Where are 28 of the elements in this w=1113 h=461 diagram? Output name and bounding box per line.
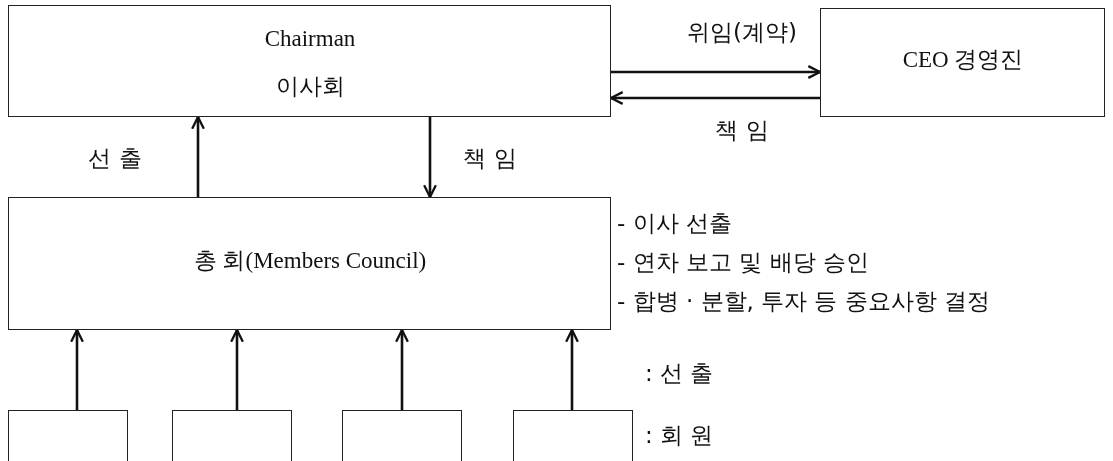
- organization-box: [8, 197, 611, 330]
- arrow: [609, 91, 820, 105]
- member-box: [8, 410, 128, 461]
- arrow: [395, 328, 409, 410]
- organization-box: [820, 8, 1105, 117]
- box-text: CEO 경영진: [902, 47, 1024, 73]
- note-text: - 합병 · 분할, 투자 등 중요사항 결정: [617, 289, 991, 315]
- arrow: [70, 328, 84, 410]
- box-text: 이사회: [275, 74, 345, 100]
- edge-label: 선 출: [88, 146, 142, 172]
- note-text: - 이사 선출: [617, 211, 732, 237]
- legend-text: : 회 원: [645, 423, 714, 449]
- arrow: [565, 328, 579, 410]
- edge-label: 책 임: [715, 118, 769, 144]
- note-text: - 연차 보고 및 배당 승인: [617, 250, 869, 276]
- organization-box: [8, 5, 611, 117]
- member-box: [172, 410, 292, 461]
- edge-label: 위임(계약): [687, 20, 797, 46]
- edge-label: 책 임: [463, 146, 517, 172]
- arrow: [423, 117, 437, 199]
- arrow: [611, 65, 822, 79]
- box-text: 총 회(Members Council): [193, 248, 427, 274]
- arrow: [230, 328, 244, 410]
- member-box: [513, 410, 633, 461]
- member-box: [342, 410, 462, 461]
- arrow: [191, 115, 205, 197]
- legend-text: : 선 출: [645, 361, 714, 387]
- box-heading: Chairman: [264, 26, 356, 52]
